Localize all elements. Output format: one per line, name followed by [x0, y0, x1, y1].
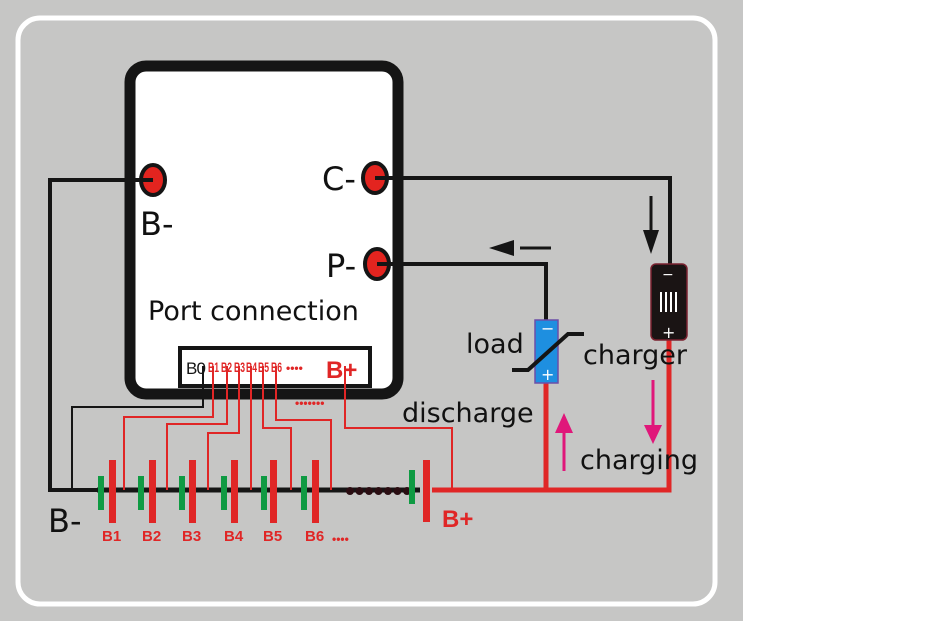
charger-minus-sign: − [662, 267, 674, 283]
cell-positive-plate [109, 460, 116, 523]
port-c-minus[interactable] [361, 161, 400, 195]
cell-labels: B1 B2 B3 B4 B5 B6 [102, 528, 324, 545]
last-cell-negative-plate [409, 470, 415, 504]
load-plus-sign: + [541, 365, 554, 384]
last-cell-positive-plate [423, 460, 430, 522]
wire-pack-to-charger [432, 340, 672, 493]
wire-p-minus [375, 262, 548, 322]
label-c-minus: C- [322, 160, 356, 198]
wire-b6 [275, 366, 332, 490]
port-b-minus[interactable] [130, 163, 167, 197]
load-label: load [466, 329, 524, 360]
wire-b3 [207, 366, 240, 490]
cell-negative-plate [301, 476, 307, 510]
cell-label-b3: B3 [182, 528, 201, 545]
charger-label: charger [583, 340, 688, 371]
cell-negative-plate [138, 476, 144, 510]
wire-b2 [166, 366, 228, 490]
pin-label-b1: B1 [208, 359, 219, 375]
load-component[interactable]: − + [512, 319, 584, 384]
cell-negative-plate [261, 476, 267, 510]
chain-dot [384, 487, 392, 495]
outer-frame [15, 15, 718, 607]
arrow-up-magenta-icon [555, 413, 573, 471]
battery-cell-b2 [138, 460, 156, 523]
chain-dot [393, 487, 402, 495]
cell-label-b6: B6 [305, 528, 324, 545]
battery-cell-b4 [221, 460, 238, 523]
port-connection-caption: Port connection [148, 296, 359, 327]
charger-component[interactable]: − + [650, 263, 688, 342]
arrow-down-magenta-icon [644, 380, 662, 444]
cell-label-b4: B4 [224, 528, 244, 545]
wire-b-minus [48, 178, 153, 492]
wire-b5 [262, 366, 292, 490]
load-minus-sign: − [541, 319, 554, 338]
label-pack-positive: B+ [442, 506, 473, 533]
cell-positive-plate [231, 460, 238, 523]
charging-label: charging [580, 445, 698, 476]
label-b-minus: B- [140, 205, 174, 243]
pin-label-b5: B5 [258, 359, 269, 375]
pin-label-b3: B3 [234, 359, 245, 375]
wire-b0 [71, 366, 204, 490]
wire-c-minus [375, 176, 672, 268]
chain-dot [346, 487, 354, 495]
arrow-left-icon [489, 240, 551, 256]
label-p-minus: P- [326, 247, 356, 285]
battery-cells [98, 460, 319, 523]
charger-cell-bars-icon [660, 292, 677, 312]
chain-dot [374, 487, 383, 495]
red-power-wires [432, 340, 672, 493]
pin-label-b2: B2 [221, 359, 232, 375]
balance-wires [123, 366, 453, 490]
wire-b1 [123, 366, 214, 490]
battery-cell-b1 [98, 460, 116, 523]
cell-positive-plate [189, 460, 196, 523]
charger-plus-sign: + [662, 323, 675, 342]
cell-negative-plate [221, 476, 227, 510]
battery-cell-b3 [179, 460, 196, 523]
board-extra-dots: ••••••• [295, 396, 324, 410]
port-p-minus[interactable] [363, 247, 400, 281]
variable-resistor-line [512, 332, 584, 372]
cell-positive-plate [312, 460, 319, 523]
cell-label-b2: B2 [142, 528, 161, 545]
pin-label-b6: B6 [271, 359, 282, 375]
chain-dot [355, 487, 364, 495]
cell-positive-plate [149, 460, 156, 523]
cell-label-b1: B1 [102, 528, 121, 545]
cell-labels-ellipsis: •••• [332, 532, 349, 546]
chain-ellipsis-dots [346, 487, 411, 495]
pin-label-b4: B4 [246, 359, 257, 375]
arrow-down-icon [643, 196, 659, 254]
pin-ellipsis: •••• [286, 361, 303, 375]
cell-negative-plate [179, 476, 185, 510]
label-pack-negative: B- [48, 502, 82, 540]
chain-dot [365, 487, 373, 495]
wire-b-plus [344, 366, 453, 490]
cell-positive-plate [270, 460, 277, 523]
battery-cell-b5 [261, 460, 277, 523]
pin-label-b-plus: B+ [326, 357, 357, 384]
pin-label-b0: B0 [186, 359, 206, 378]
battery-cell-b6 [301, 460, 319, 523]
discharge-label: discharge [402, 398, 534, 429]
cell-negative-plate [98, 476, 104, 510]
cell-label-b5: B5 [263, 528, 282, 545]
